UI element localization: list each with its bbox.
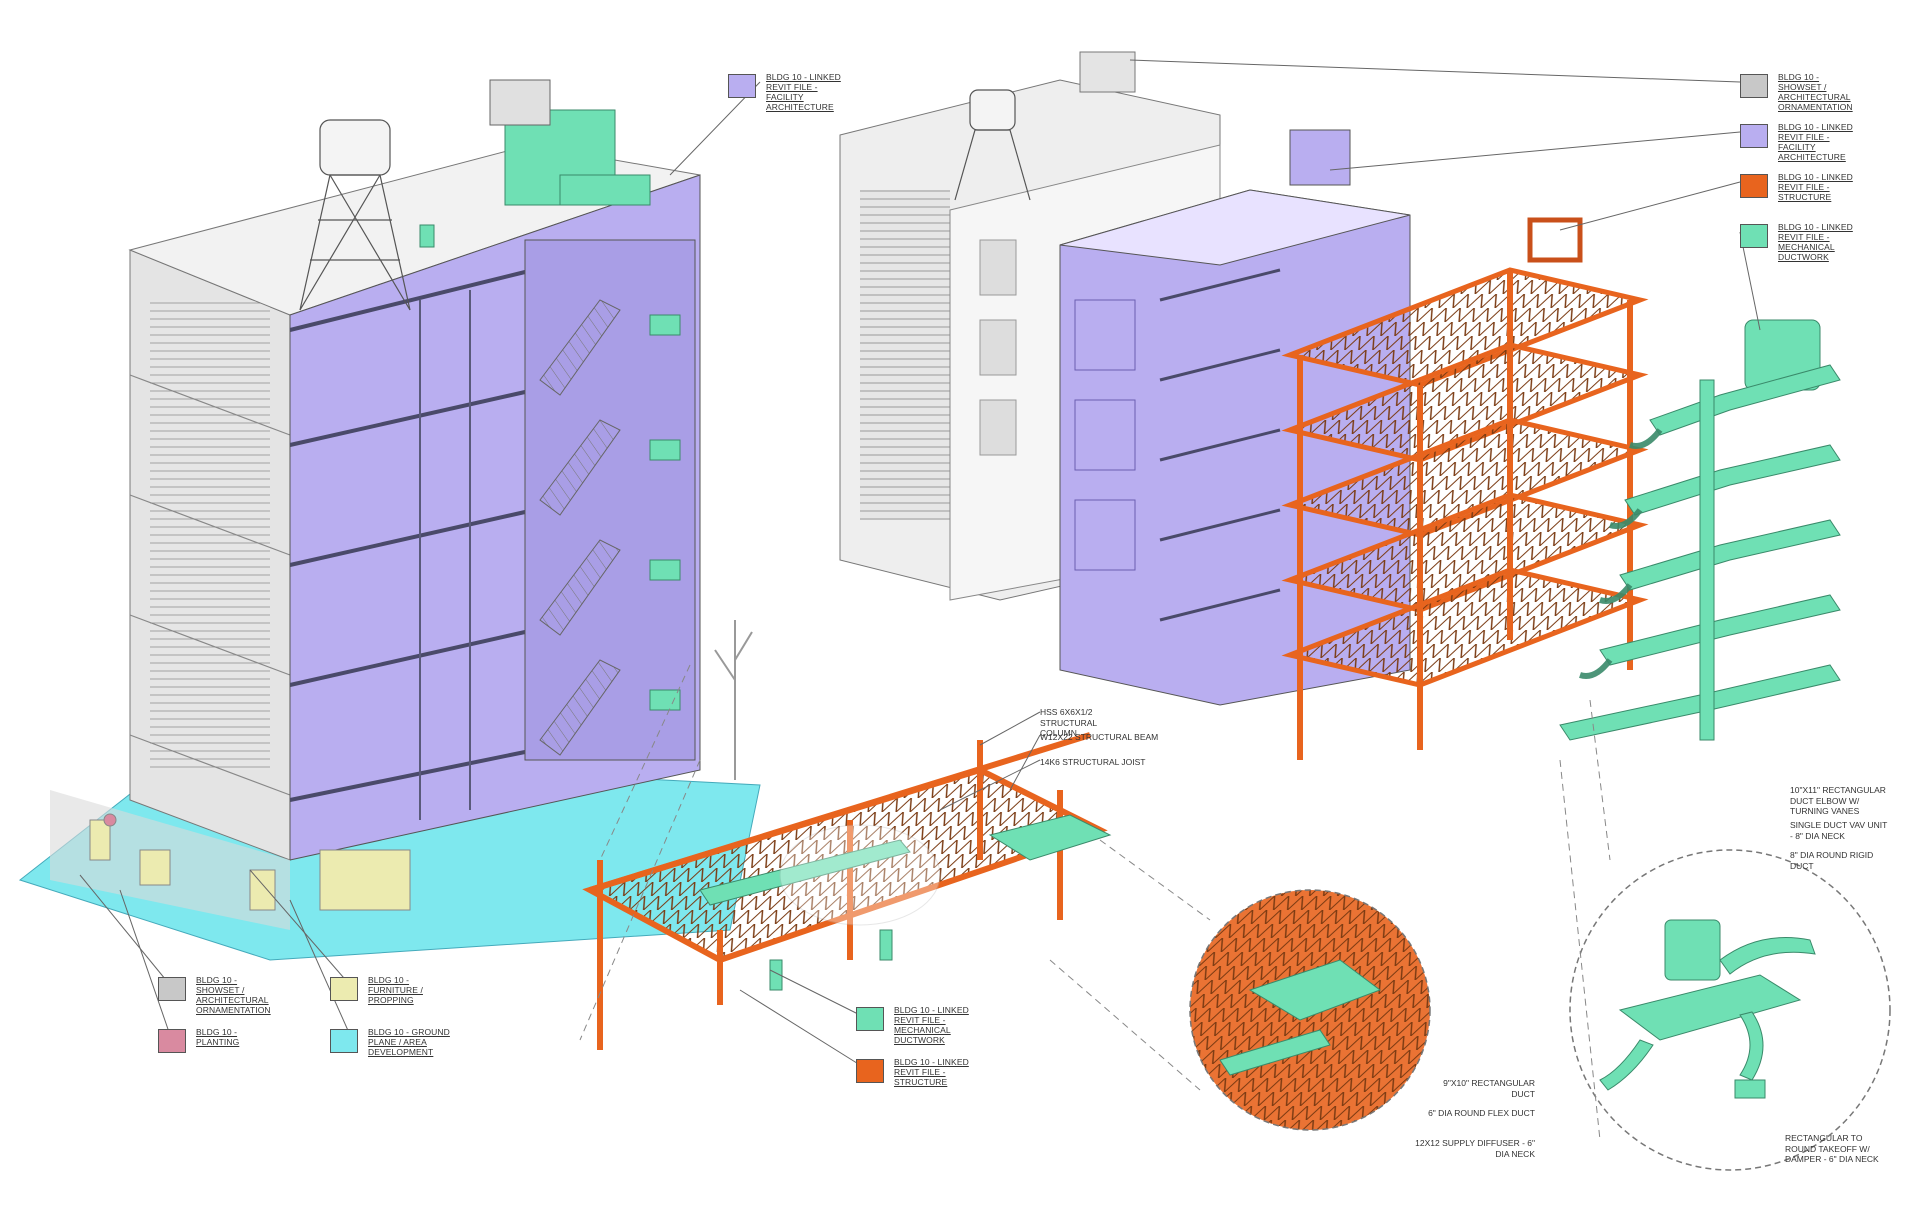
legend-label: BLDG 10 - LINKED REVIT FILE - MECHANICAL… <box>1778 222 1853 262</box>
callout-structural-column: HSS 6x6x1/2 STRUCTURAL COLUMN <box>1040 707 1097 738</box>
legend-label: BLDG 10 - LINKED REVIT FILE - MECHANICAL… <box>894 1005 969 1045</box>
legend-label: BLDG 10 - LINKED REVIT FILE - FACILITY A… <box>1778 122 1853 162</box>
water-tower <box>299 119 411 311</box>
callout-vav-unit: SINGLE DUCT VAV UNIT - 8" DIA NECK <box>1790 820 1888 841</box>
leader-lines <box>79 59 1761 1141</box>
legend-right-showset: BLDG 10 - SHOWSET / ARCHITECTURAL ORNAME… <box>1740 72 1864 112</box>
legend-swatch-structure <box>856 1059 884 1083</box>
legend-swatch-furniture <box>330 977 358 1001</box>
callout-supply-diffuser: 12x12 SUPPLY DIFFUSER - 6" DIA NECK <box>1415 1138 1535 1159</box>
legend-right-ductwork: BLDG 10 - LINKED REVIT FILE - MECHANICAL… <box>1740 222 1864 262</box>
callout-round-rigid-duct: 8" DIA ROUND RIGID DUCT <box>1790 850 1874 871</box>
legend-swatch-ductwork <box>1740 224 1768 248</box>
legend-swatch-planting <box>158 1029 186 1053</box>
callout-takeoff-damper: RECTANGULAR TO ROUND TAKEOFF W/ DAMPER -… <box>1785 1133 1879 1164</box>
exploded-structure-frame <box>1281 217 1649 760</box>
callout-rectangular-duct: 9"x10" RECTANGULAR DUCT <box>1443 1078 1535 1099</box>
legend-mid-ductwork: BLDG 10 - LINKED REVIT FILE - MECHANICAL… <box>856 1005 980 1045</box>
legend-right-structure: BLDG 10 - LINKED REVIT FILE - STRUCTURE <box>1740 172 1864 202</box>
callout-structural-beam: W12x22 STRUCTURAL BEAM <box>1040 732 1159 742</box>
zoom-detail-structure <box>1189 889 1431 1131</box>
legend-top-architecture: BLDG 10 - LINKED REVIT FILE - FACILITY A… <box>728 72 852 112</box>
legend-bottom-ground: BLDG 10 - GROUND PLANE / AREA DEVELOPMEN… <box>330 1027 454 1057</box>
legend-swatch-architecture <box>728 74 756 98</box>
legend-swatch-architecture <box>1740 124 1768 148</box>
legend-label: BLDG 10 - FURNITURE / PROPPING <box>368 975 423 1005</box>
legend-label: BLDG 10 - LINKED REVIT FILE - STRUCTURE <box>1778 172 1853 202</box>
legend-swatch-ground <box>330 1029 358 1053</box>
legend-label: BLDG 10 - PLANTING <box>196 1027 240 1047</box>
exploded-ductwork-system <box>1559 319 1841 741</box>
legend-label: BLDG 10 - SHOWSET / ARCHITECTURAL ORNAME… <box>1778 72 1853 112</box>
legend-right-architecture: BLDG 10 - LINKED REVIT FILE - FACILITY A… <box>1740 122 1864 162</box>
legend-label: BLDG 10 - SHOWSET / ARCHITECTURAL ORNAME… <box>196 975 271 1015</box>
legend-mid-structure: BLDG 10 - LINKED REVIT FILE - STRUCTURE <box>856 1057 980 1087</box>
legend-bottom-planting: BLDG 10 - PLANTING <box>158 1027 282 1053</box>
callout-duct-elbow: 10"x11" RECTANGULAR DUCT ELBOW W/ TURNIN… <box>1790 785 1886 816</box>
legend-swatch-showset <box>158 977 186 1001</box>
zoom-detail-ductwork <box>1569 849 1891 1171</box>
legend-label: BLDG 10 - LINKED REVIT FILE - STRUCTURE <box>894 1057 969 1087</box>
legend-swatch-showset <box>1740 74 1768 98</box>
legend-bottom-furniture: BLDG 10 - FURNITURE / PROPPING <box>330 975 454 1005</box>
legend-swatch-ductwork <box>856 1007 884 1031</box>
left-building-section <box>18 79 761 961</box>
callout-structural-joist: 14K6 STRUCTURAL JOIST <box>1040 757 1146 767</box>
legend-bottom-showset: BLDG 10 - SHOWSET / ARCHITECTURAL ORNAME… <box>158 975 282 1015</box>
callout-flex-duct: 6" DIA ROUND FLEX DUCT <box>1428 1108 1535 1118</box>
legend-label: BLDG 10 - GROUND PLANE / AREA DEVELOPMEN… <box>368 1027 450 1057</box>
legend-swatch-structure <box>1740 174 1768 198</box>
legend-label: BLDG 10 - LINKED REVIT FILE - FACILITY A… <box>766 72 841 112</box>
floor-slice-detail <box>582 732 1112 1050</box>
